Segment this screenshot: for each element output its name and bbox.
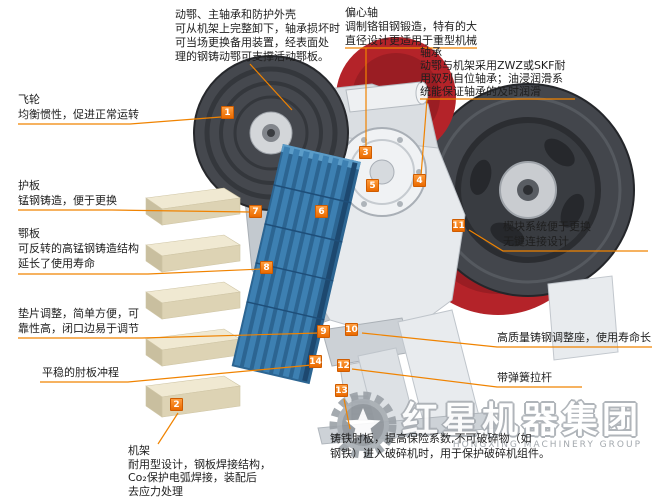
part-marker-7: 7 bbox=[249, 205, 262, 218]
callout-line: 用双列自位轴承；油浸润滑系 bbox=[420, 72, 563, 85]
callout-bearing: 轴承 动鄂与机架采用ZWZ或SKF耐 用双列自位轴承；油浸润滑系 统能保证轴承的… bbox=[420, 46, 565, 98]
callout-line: 钢铁）进入破碎机时，用于保护破碎机组件。 bbox=[330, 447, 550, 460]
callout-line: 调制铬钼钢锻造，特有的大 bbox=[345, 20, 477, 33]
callout-line: 飞轮 bbox=[18, 93, 40, 106]
callout-line: 无键连接设计 bbox=[503, 235, 569, 248]
part-marker-4: 4 bbox=[413, 174, 426, 187]
callout-line: 均衡惯性，促进正常运转 bbox=[18, 108, 139, 121]
part-marker-2: 2 bbox=[170, 398, 183, 411]
part-marker-11: 11 bbox=[452, 219, 465, 232]
part-marker-5: 5 bbox=[366, 179, 379, 192]
callout-movable-jaw: 动鄂、主轴承和防护外壳 可从机架上完整卸下，轴承损坏时 可当场更换备用装置，经表… bbox=[175, 8, 340, 64]
callout-adjust-seat: 高质量铸钢调整座，使用寿命长 bbox=[497, 331, 651, 345]
right-support bbox=[547, 275, 619, 361]
part-marker-8: 8 bbox=[260, 261, 273, 274]
callout-line: 去应力处理 bbox=[128, 484, 183, 498]
callout-line: 耐用型设计，钢板焊接结构， bbox=[128, 457, 271, 471]
callout-line: 理的钢铸动鄂可支撑活动鄂板。 bbox=[175, 50, 329, 63]
callout-frame: 机架 耐用型设计，钢板焊接结构， Co₂保护电弧焊接，装配后 去应力处理 bbox=[128, 444, 271, 498]
callout-line: 轴承 bbox=[420, 46, 442, 59]
liner-plate-stack bbox=[145, 187, 241, 418]
callout-line: 楔块系统便于更换 bbox=[503, 220, 591, 233]
part-marker-3: 3 bbox=[359, 146, 372, 159]
callout-line: 靠性高，闭口边易于调节 bbox=[18, 322, 139, 335]
callout-line: 垫片调整，简单方便，可 bbox=[18, 307, 139, 320]
callout-line: 动鄂与机架采用ZWZ或SKF耐 bbox=[420, 59, 566, 72]
callout-line: 延长了使用寿命 bbox=[18, 257, 95, 270]
callout-line: 高质量铸钢调整座，使用寿命长 bbox=[497, 331, 651, 344]
callout-line: 动鄂、主轴承和防护外壳 bbox=[175, 8, 296, 21]
watermark-title: 红星机器集团 bbox=[402, 400, 643, 441]
callout-line: Co₂保护电弧焊接，装配后 bbox=[128, 471, 257, 484]
callout-eccentric-shaft: 偏心轴 调制铬钼钢锻造，特有的大 直径设计更适用于重型机械 bbox=[345, 6, 477, 48]
watermark-subtitle: HONGXING MACHINERY GROUP bbox=[452, 440, 643, 450]
callout-wedge-system: 楔块系统便于更换 无键连接设计 bbox=[503, 219, 591, 249]
callout-shim-adjust: 垫片调整，简单方便，可 靠性高，闭口边易于调节 bbox=[18, 306, 139, 336]
part-marker-6: 6 bbox=[315, 205, 328, 218]
callout-line: 直径设计更适用于重型机械 bbox=[345, 34, 477, 47]
callout-line: 带弹簧拉杆 bbox=[497, 371, 552, 384]
callout-spring-rod: 带弹簧拉杆 bbox=[497, 371, 552, 385]
callout-jaw-plate: 鄂板 可反转的高锰钢铸造结构 延长了使用寿命 bbox=[18, 226, 139, 271]
watermark-text: 红星机器集团 HONGXING MACHINERY GROUP bbox=[402, 400, 642, 450]
callout-line: 可当场更换备用装置，经表面处 bbox=[175, 36, 329, 49]
callout-toggle-stroke: 平稳的肘板冲程 bbox=[42, 366, 119, 380]
callout-line: 铸铁肘板，提高保险系数,不可破碎物（如 bbox=[330, 432, 532, 445]
callout-line: 鄂板 bbox=[18, 227, 40, 240]
part-marker-12: 12 bbox=[337, 359, 350, 372]
jaw-plate-blue bbox=[231, 143, 361, 385]
callout-cast-iron-toggle: 铸铁肘板，提高保险系数,不可破碎物（如 钢铁）进入破碎机时，用于保护破碎机组件。 bbox=[330, 431, 550, 461]
callout-line: 平稳的肘板冲程 bbox=[42, 366, 119, 379]
callout-line: 护板 bbox=[18, 179, 40, 192]
callout-line: 统能保证轴承的及时润滑 bbox=[420, 85, 541, 98]
part-marker-13: 13 bbox=[335, 384, 348, 397]
callout-guard-plate: 护板 锰钢铸造，便于更换 bbox=[18, 178, 117, 208]
callout-line: 机架 bbox=[128, 444, 150, 457]
callout-line: 可从机架上完整卸下，轴承损坏时 bbox=[175, 22, 340, 35]
callout-line: 可反转的高锰钢铸造结构 bbox=[18, 242, 139, 255]
callout-flywheel: 飞轮 均衡惯性，促进正常运转 bbox=[18, 92, 139, 122]
part-marker-9: 9 bbox=[317, 325, 330, 338]
part-marker-14: 14 bbox=[309, 355, 322, 368]
callout-line: 偏心轴 bbox=[345, 6, 378, 19]
part-marker-10: 10 bbox=[345, 323, 358, 336]
callout-line: 锰钢铸造，便于更换 bbox=[18, 194, 117, 207]
part-marker-1: 1 bbox=[221, 106, 234, 119]
